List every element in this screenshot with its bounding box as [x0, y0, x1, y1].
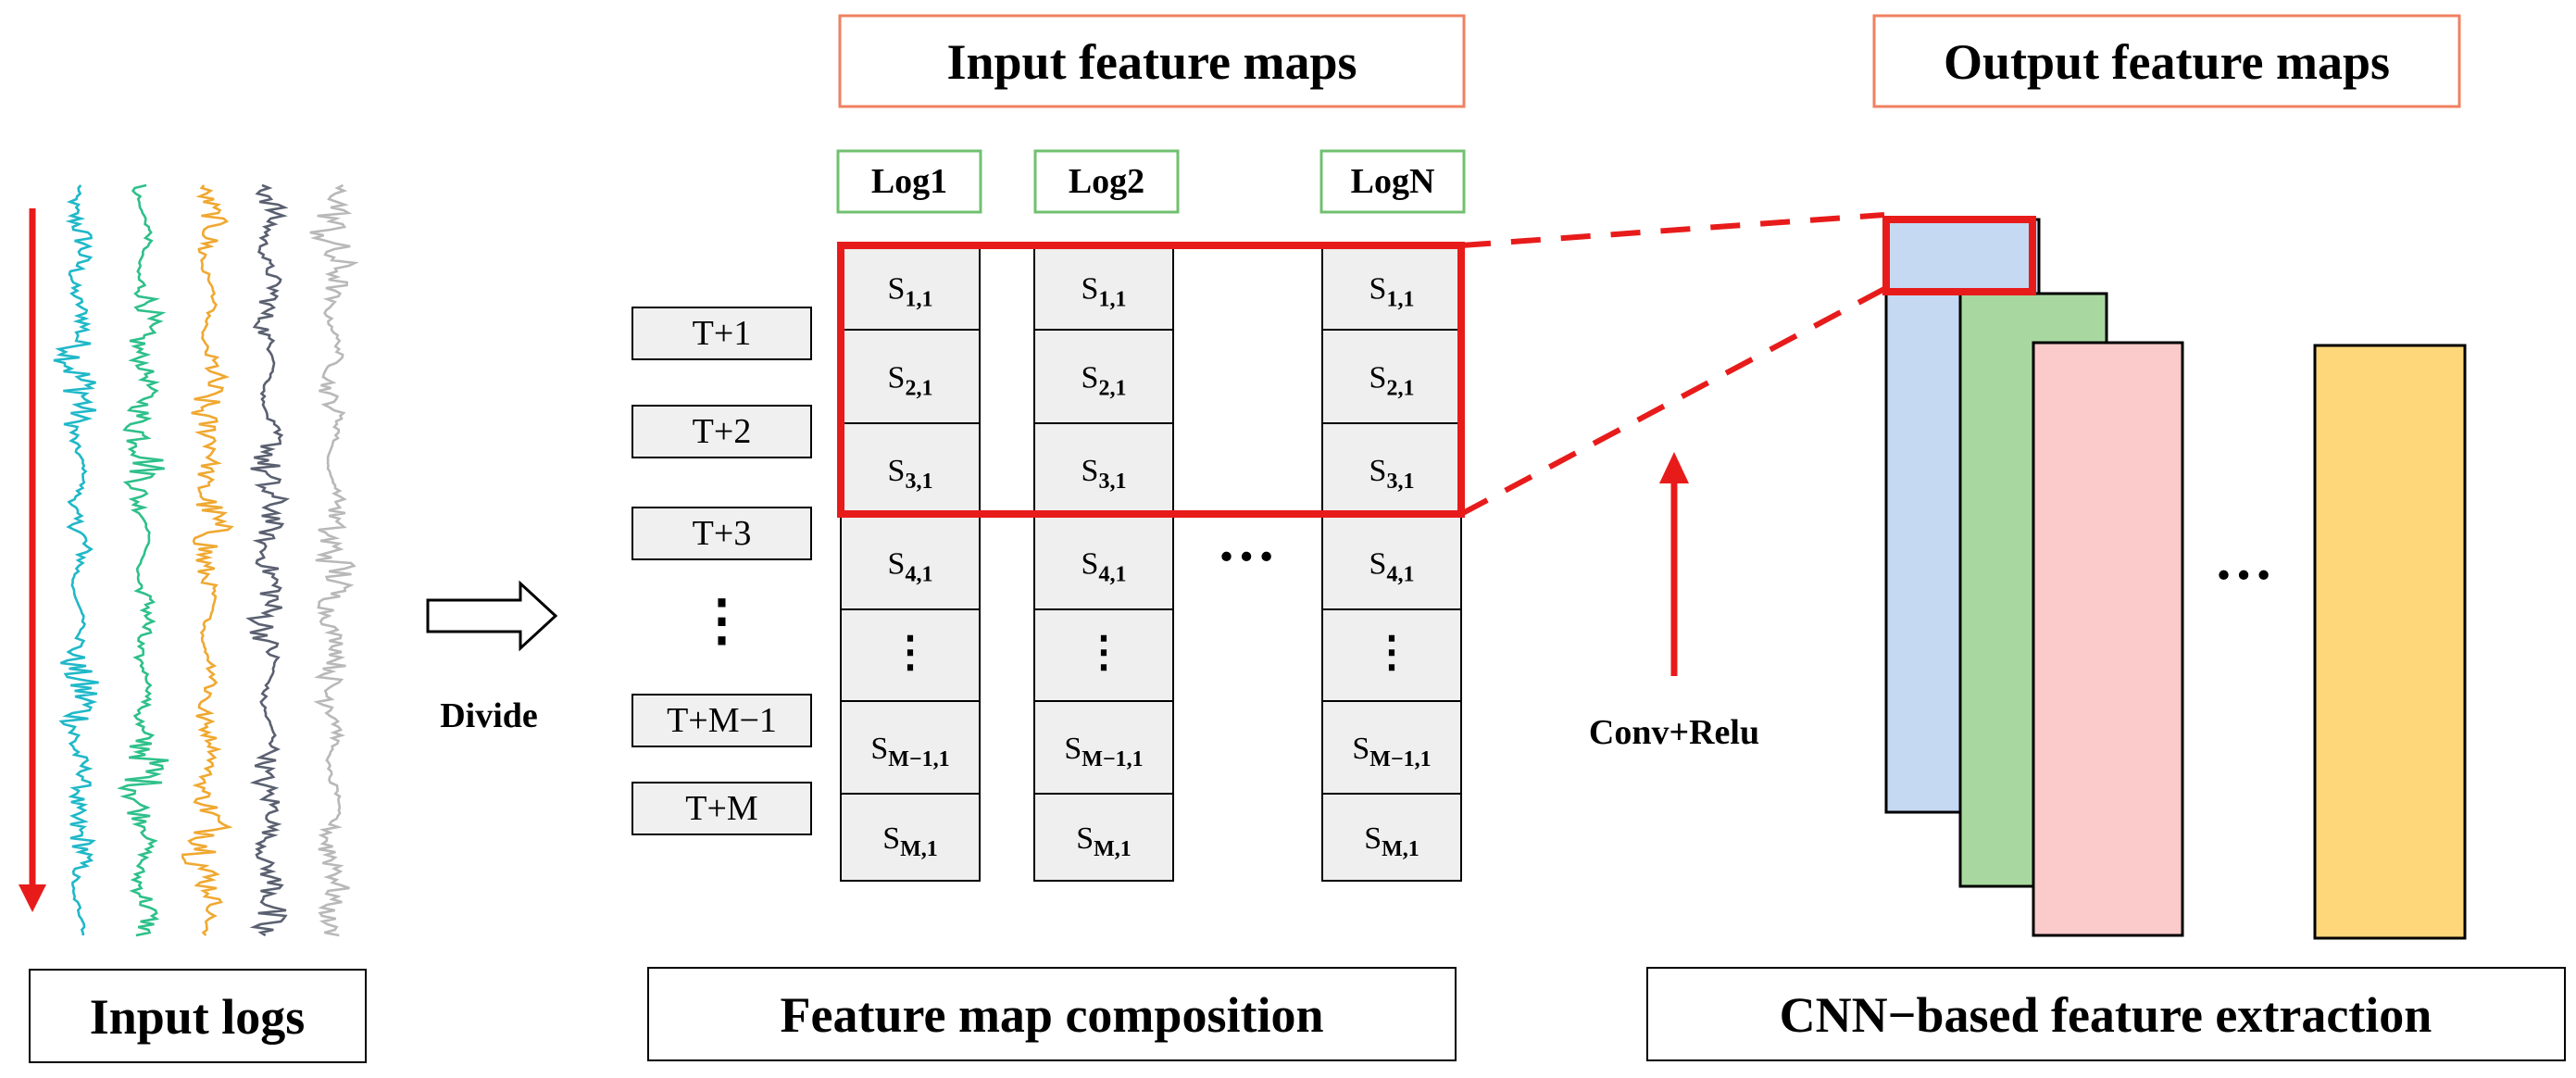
- feature-cell-label: SM−1,1: [1064, 732, 1143, 771]
- divide-label: Divide: [440, 696, 538, 735]
- cnn-feature-extraction-label-box: CNN−based feature extraction: [1646, 967, 2566, 1061]
- feature-cell: [1033, 329, 1174, 424]
- time-step-label: T+1: [693, 314, 752, 353]
- feature-map-pink: [2032, 341, 2184, 937]
- feature-cell-label: ⋮: [889, 629, 932, 676]
- log-header-label: Log2: [1069, 162, 1144, 201]
- log-signal-trace: [245, 183, 291, 937]
- feature-cell-label: S2,1: [1082, 361, 1127, 401]
- time-step-label: T+2: [693, 412, 752, 451]
- feature-cell-label: SM−1,1: [870, 732, 949, 771]
- conv-relu-label: Conv+Relu: [1589, 713, 1759, 752]
- feature-map-ellipsis: …: [2214, 526, 2273, 592]
- log-signals: [53, 183, 359, 937]
- feature-cell: [1033, 793, 1174, 882]
- feature-cell-label: ⋮: [1082, 629, 1125, 676]
- feature-cell-label: S2,1: [888, 361, 933, 401]
- feature-cell: [1321, 793, 1462, 882]
- input-logs-label-box: Input logs: [29, 969, 367, 1063]
- projection-lines: [1459, 212, 1886, 517]
- output-feature-maps: [1882, 216, 2467, 940]
- feature-cell: [1321, 422, 1462, 517]
- feature-cell: [840, 244, 981, 331]
- feature-cell-label: SM,1: [1364, 821, 1419, 861]
- output-feature-maps-title-box: Output feature maps: [1872, 14, 2461, 108]
- feature-cell-label: S1,1: [1369, 272, 1415, 312]
- feature-cell-label: S1,1: [1082, 272, 1127, 312]
- feature-cell-label: S3,1: [1369, 454, 1415, 494]
- feature-cell: [840, 422, 981, 517]
- log-header-box: [1319, 149, 1466, 214]
- feature-cell: [840, 515, 981, 610]
- feature-cell: [1033, 422, 1174, 517]
- output-feature-maps-title: Output feature maps: [1944, 34, 2390, 90]
- feature-cell-label: S4,1: [1369, 547, 1415, 587]
- feature-cell: [1321, 515, 1462, 610]
- time-step-label: ⋮: [694, 590, 750, 651]
- log-signal-trace: [309, 183, 359, 937]
- conv-relu-arrow: [1659, 452, 1689, 676]
- receptive-field-selection: [837, 242, 1465, 518]
- log-signal-trace: [181, 184, 234, 936]
- feature-cell: [840, 793, 981, 882]
- feature-cell-label: SM,1: [882, 821, 938, 861]
- log-signal-trace: [53, 184, 99, 936]
- time-step-box: [631, 307, 812, 360]
- log-headers: Log1 Log2 LogN: [836, 149, 1466, 214]
- feature-cell-label: S4,1: [888, 547, 933, 587]
- feature-map-composition-label: Feature map composition: [781, 987, 1324, 1043]
- feature-cell: [840, 329, 981, 424]
- column-ellipsis: …: [1217, 508, 1276, 573]
- feature-cell-label: S2,1: [1369, 361, 1415, 401]
- time-step-box: [631, 782, 812, 835]
- time-step-box: [631, 507, 812, 560]
- feature-cell: [1321, 608, 1462, 702]
- feature-cell: [840, 700, 981, 795]
- feature-cell: [840, 608, 981, 702]
- time-axis-arrow: [19, 208, 46, 912]
- feature-cell-label: SM−1,1: [1352, 732, 1431, 771]
- feature-map-composition-label-box: Feature map composition: [647, 967, 1457, 1061]
- feature-cell: [1321, 700, 1462, 795]
- feature-cell-label: SM,1: [1076, 821, 1132, 861]
- log-header-box: [836, 149, 982, 214]
- time-step-box: [631, 694, 812, 747]
- time-step-label: T+M−1: [667, 701, 777, 740]
- output-receptive-highlight: [1882, 216, 2036, 295]
- divide-arrow: [426, 580, 558, 652]
- feature-cell-label: S4,1: [1082, 547, 1127, 587]
- time-step-label: T+3: [693, 514, 752, 553]
- input-feature-maps-title: Input feature maps: [946, 34, 1357, 90]
- time-step-box: [631, 405, 812, 458]
- log-header-box: [1033, 149, 1180, 214]
- feature-cell: [1033, 608, 1174, 702]
- feature-cell-label: S3,1: [1082, 454, 1127, 494]
- feature-cell-label: S3,1: [888, 454, 933, 494]
- time-step-label: T+M: [685, 789, 757, 828]
- feature-map-columns: S1,1S2,1S3,1S4,1⋮SM−1,1SM,1S1,1S2,1S3,1S…: [840, 244, 1462, 882]
- feature-cell-label: S1,1: [888, 272, 933, 312]
- time-steps: T+1T+2T+3 ⋮ T+M−1T+M: [631, 307, 812, 835]
- input-logs-label: Input logs: [90, 989, 306, 1045]
- cnn-feature-extraction-label: CNN−based feature extraction: [1780, 987, 2432, 1043]
- log-header-label: LogN: [1351, 162, 1435, 201]
- input-feature-maps-title-box: Input feature maps: [838, 14, 1466, 108]
- feature-cell-label: ⋮: [1370, 629, 1413, 676]
- feature-cell: [1033, 244, 1174, 331]
- log-signal-trace: [117, 183, 169, 937]
- feature-map-yellow: [2313, 344, 2467, 940]
- log-header-label: Log1: [871, 162, 947, 201]
